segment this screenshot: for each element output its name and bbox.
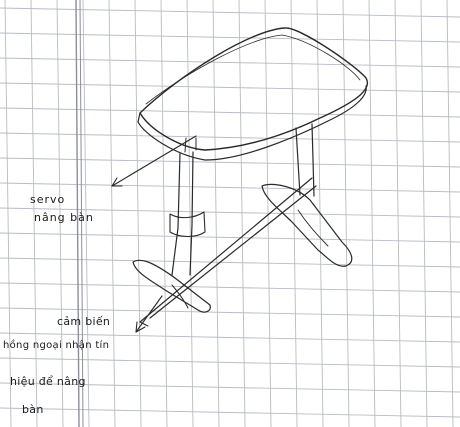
sensor-pointer-arrow	[136, 296, 162, 332]
tabletop	[138, 28, 367, 160]
back-foot	[262, 185, 352, 267]
sensor-label-line4: bàn	[22, 404, 44, 417]
grid-horizontal-line	[0, 33, 460, 42]
grid-vertical-line	[135, 0, 141, 427]
grid-vertical-line	[447, 0, 453, 427]
grid-vertical-line	[109, 0, 115, 427]
grid-vertical-line	[161, 0, 167, 427]
grid-horizontal-line	[0, 258, 460, 267]
grid-horizontal-line	[0, 283, 460, 292]
sensor-label: cảm biến	[57, 316, 110, 329]
grid-horizontal-line	[0, 58, 460, 67]
grid-horizontal-line	[0, 158, 460, 167]
servo-label-line2: nâng bàn	[34, 212, 94, 225]
cross-bar	[140, 178, 316, 326]
grid-vertical-line	[343, 0, 349, 427]
grid-horizontal-line	[0, 358, 460, 367]
sensor-label-line2: hồng ngoại nhận tín	[3, 340, 109, 352]
grid-horizontal-line	[0, 133, 460, 142]
grid-horizontal-line	[0, 408, 460, 417]
grid-vertical-line	[369, 0, 375, 427]
servo-label: servo	[30, 194, 65, 207]
grid-horizontal-line	[0, 8, 460, 17]
grid-horizontal-line	[0, 108, 460, 117]
grid-vertical-line	[421, 0, 427, 427]
grid-horizontal-line	[0, 83, 460, 92]
sensor-label-line3: hiệu để nâng	[10, 376, 86, 389]
grid-horizontal-line	[0, 233, 460, 242]
grid-vertical-line	[213, 0, 219, 427]
grid-horizontal-line	[0, 183, 460, 192]
grid-vertical-line	[5, 0, 11, 427]
servo-pointer-arrow	[112, 136, 196, 186]
grid-vertical-line	[395, 0, 401, 427]
